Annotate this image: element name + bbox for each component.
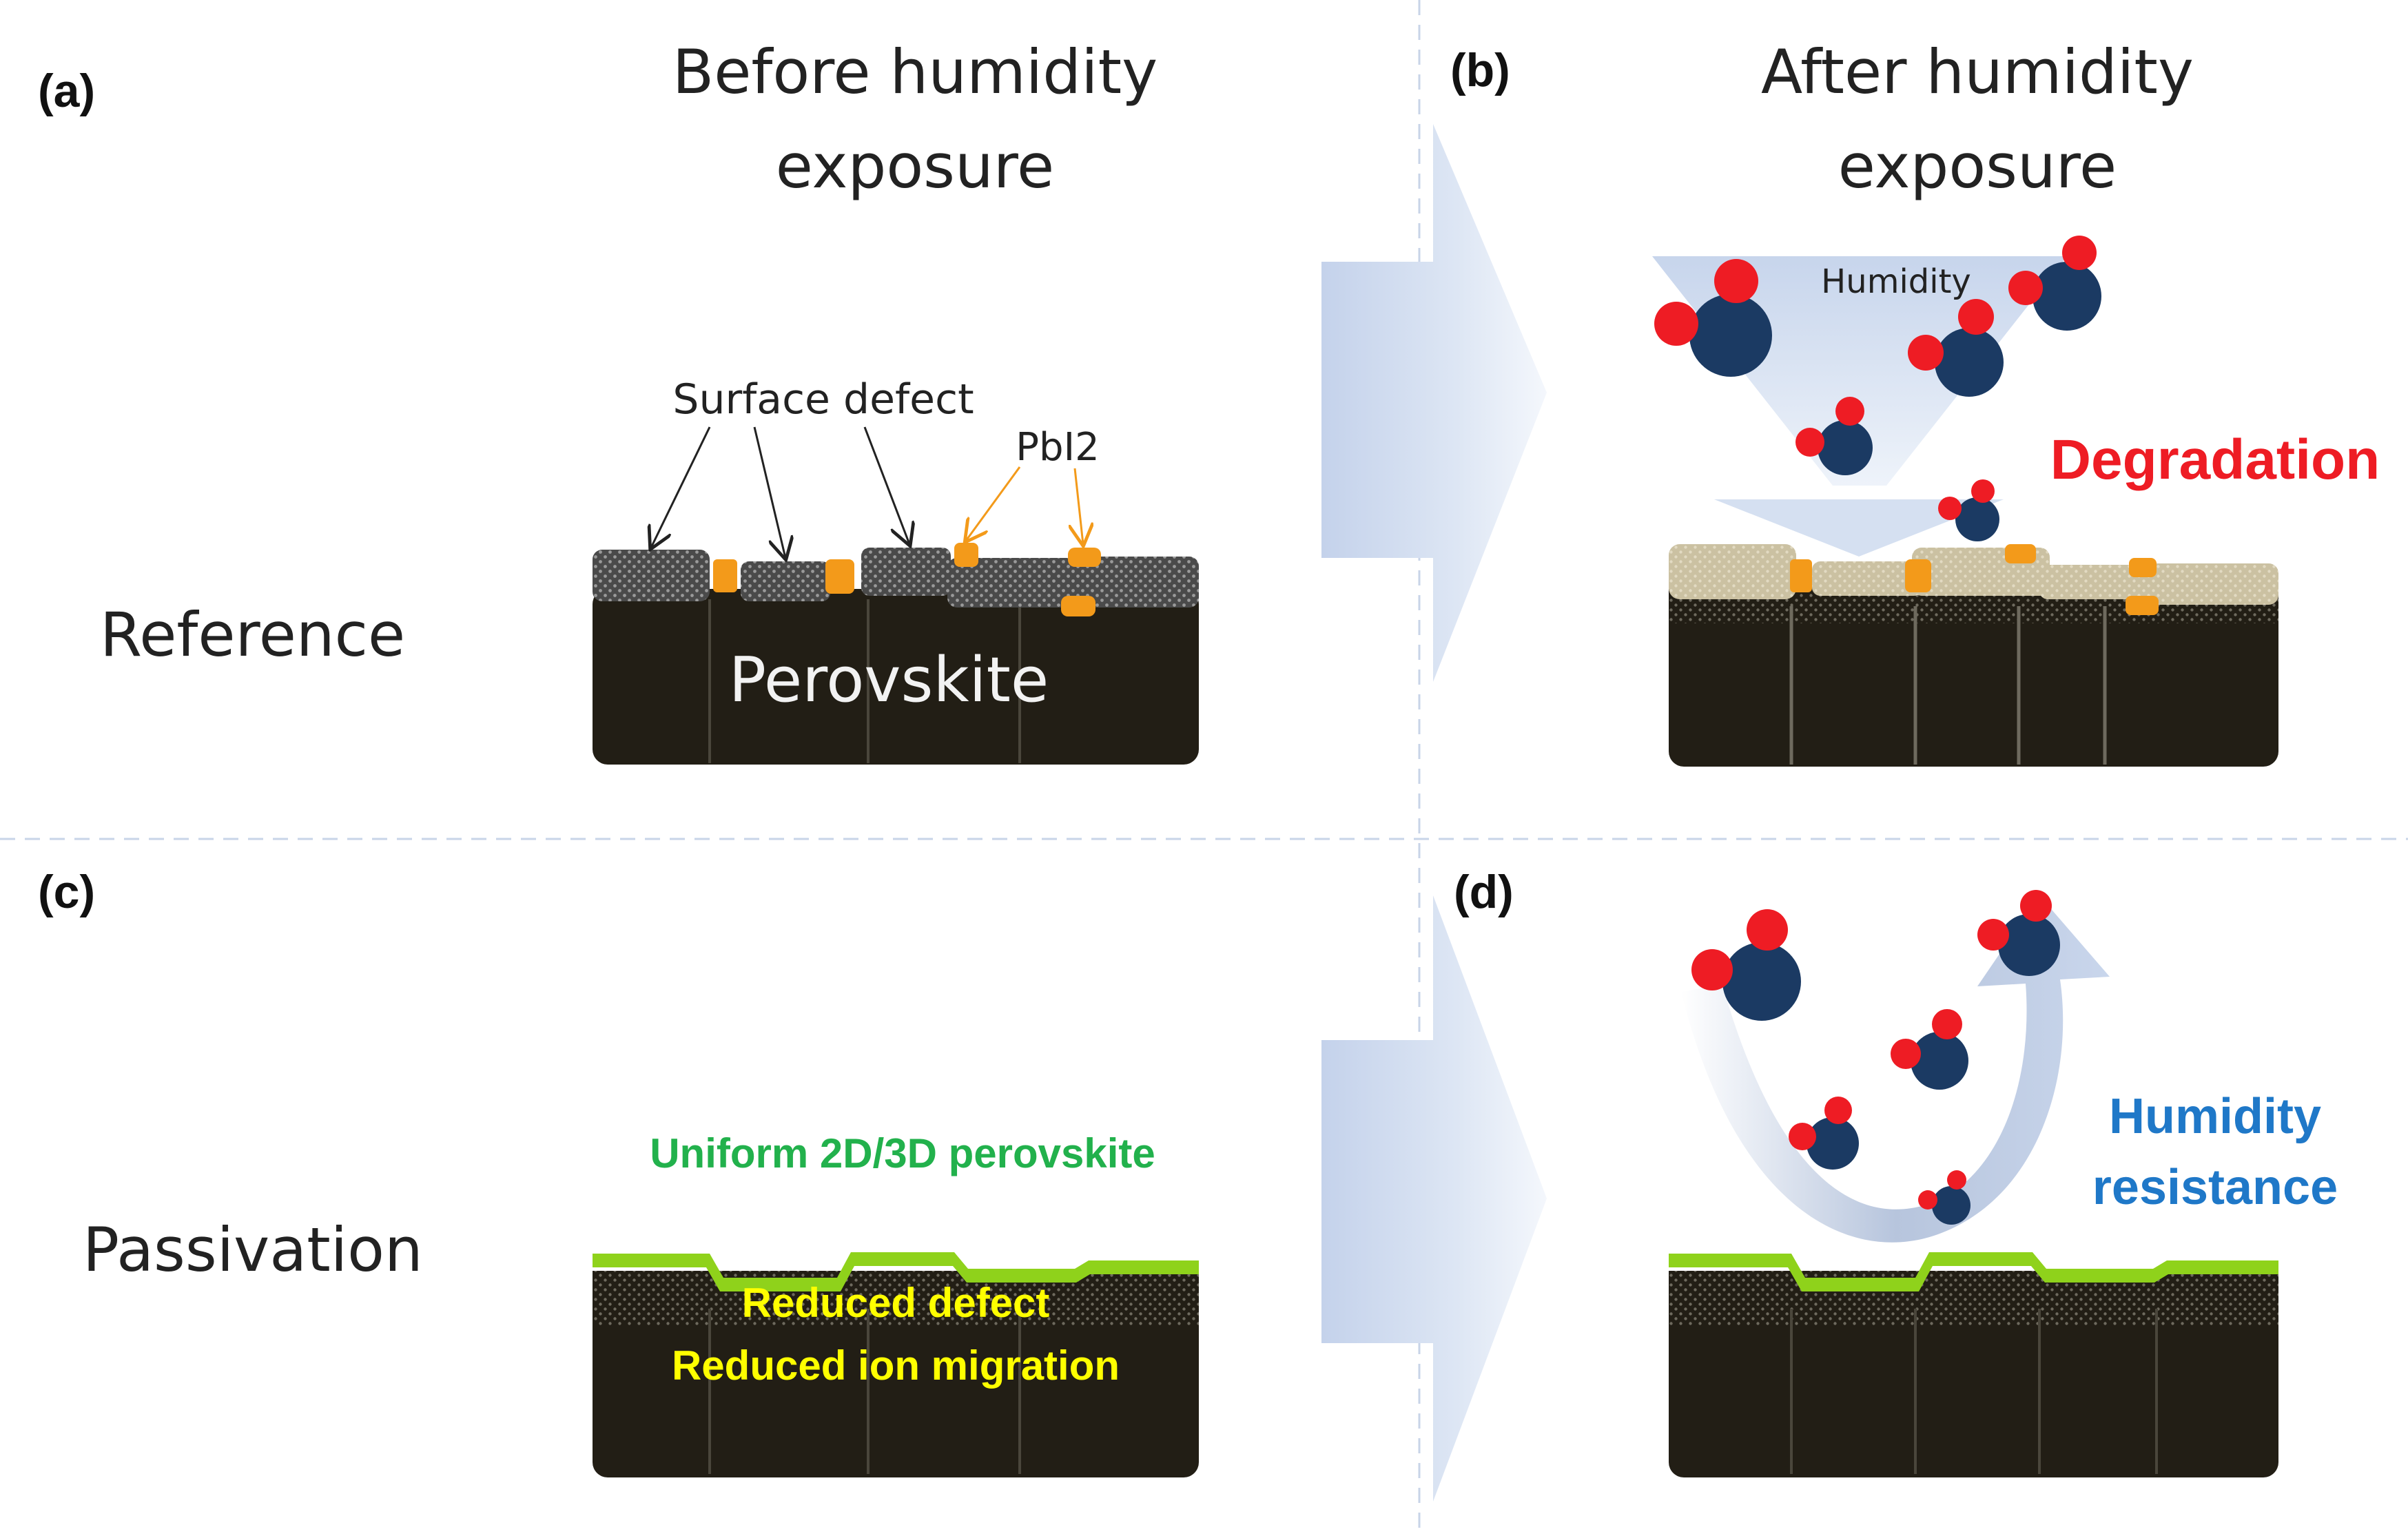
pbi2-arrows xyxy=(966,466,1083,544)
perovskite-layer-c xyxy=(593,1271,1199,1477)
panel-label-b: (b) xyxy=(1450,44,1510,96)
row-label-passivation: Passivation xyxy=(83,1214,423,1285)
reduced-ion-migration-label: Reduced ion migration xyxy=(672,1342,1120,1389)
water-molecule-icon xyxy=(1891,1009,1968,1090)
perovskite-layer-d xyxy=(1669,1271,2278,1477)
uniform-layer-label: Uniform 2D/3D perovskite xyxy=(650,1130,1155,1176)
deflection-arrow xyxy=(1681,895,2110,1243)
pbi2-grains-b xyxy=(1790,544,2159,615)
water-molecule-icon xyxy=(1938,479,1999,541)
pbi2-grains xyxy=(713,543,1101,616)
reduced-defect-label: Reduced defect xyxy=(742,1280,1050,1326)
panel-c xyxy=(593,1252,1199,1477)
passivation-layer xyxy=(593,1252,1199,1291)
water-molecule-icon xyxy=(1908,299,2004,397)
water-molecules-b xyxy=(1654,236,2101,541)
water-molecule-icon xyxy=(1977,890,2060,976)
humidity-label: Humidity xyxy=(1821,262,1971,301)
pbi2-label: PbI2 xyxy=(1016,425,1099,470)
degraded-surface xyxy=(1669,544,2278,605)
humidity-resistance-line1: Humidity xyxy=(2109,1089,2321,1144)
humidity-resistance-line2: resistance xyxy=(2092,1160,2338,1215)
humidity-funnel-tip xyxy=(1714,499,2004,557)
degradation-label: Degradation xyxy=(2050,428,2380,491)
surface-defect-label: Surface defect xyxy=(672,375,974,424)
header-after-line2: exposure xyxy=(1838,131,2117,202)
panel-a xyxy=(593,426,1199,765)
surface-defect-layer xyxy=(593,548,1199,608)
panel-label-c: (c) xyxy=(38,866,95,918)
panel-label-d: (d) xyxy=(1454,866,1514,918)
water-molecule-icon xyxy=(1789,1097,1859,1170)
water-molecule-icon xyxy=(1918,1170,1970,1225)
header-before-line1: Before humidity xyxy=(672,37,1157,107)
panel-b xyxy=(1652,236,2278,767)
water-molecule-icon xyxy=(1691,909,1801,1021)
process-arrow-top xyxy=(1321,124,1547,682)
passivation-layer-d xyxy=(1669,1252,2278,1291)
perovskite-label: Perovskite xyxy=(729,644,1049,716)
water-molecule-icon xyxy=(1654,259,1772,377)
header-before-line2: exposure xyxy=(776,131,1054,202)
panel-label-a: (a) xyxy=(38,65,95,117)
process-arrow-bottom xyxy=(1321,895,1547,1502)
perovskite-layer-b xyxy=(1669,582,2278,767)
perovskite-layer-a xyxy=(593,589,1199,765)
water-molecule-icon xyxy=(1795,397,1873,475)
header-after-line1: After humidity xyxy=(1761,37,2194,107)
row-label-reference: Reference xyxy=(100,599,405,670)
water-molecule-icon xyxy=(2008,236,2101,331)
surface-defect-arrows xyxy=(651,426,909,558)
water-molecules-d xyxy=(1691,890,2060,1225)
panel-d xyxy=(1669,890,2278,1477)
